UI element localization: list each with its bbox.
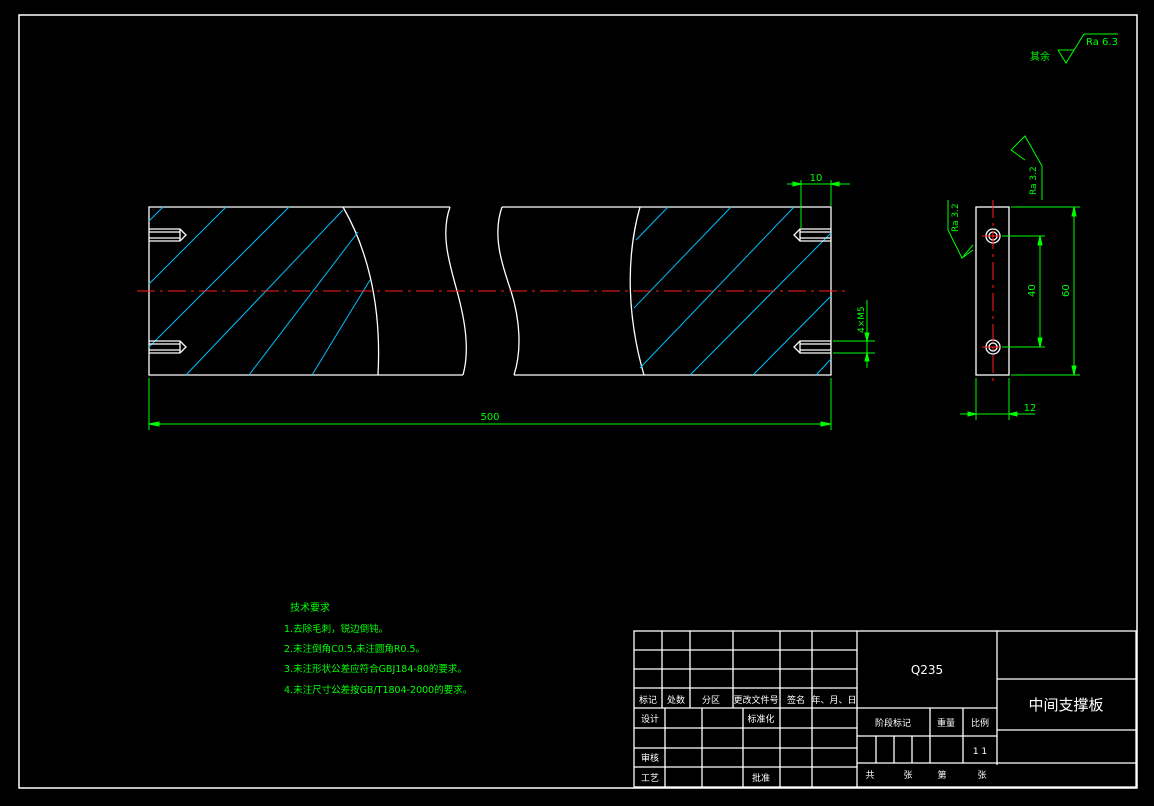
- right-threaded-holes: [793, 228, 831, 354]
- tb-scale: 比例: [971, 717, 989, 729]
- general-roughness-prefix: 其余: [1030, 50, 1050, 63]
- dim-hole-spacing-label: 40: [1027, 284, 1038, 297]
- roughness-side-top: Ra 3.2: [1029, 166, 1039, 195]
- dim-thickness: [960, 378, 1035, 420]
- left-section-arc: [342, 206, 380, 376]
- left-threaded-holes: [149, 228, 187, 354]
- rev-header-mark: 标记: [639, 694, 657, 706]
- dim-slot-width-label: 10: [810, 173, 823, 184]
- general-roughness: 其余 Ra 6.3: [1030, 33, 1118, 64]
- tb-sheet2: 张: [977, 770, 986, 781]
- rev-header-count: 处数: [667, 694, 685, 706]
- tb-sheets: 张: [903, 770, 912, 781]
- dim-height-label: 60: [1061, 284, 1072, 297]
- tech-title: 技术要求: [290, 601, 330, 614]
- tech-item-3: 3.未注形状公差应符合GBJ184-80的要求。: [284, 663, 467, 675]
- sheet-border: [18, 14, 1138, 789]
- title-block: 标记 处数 分区 更改文件号 签名 年、月、日 设计 标准化 审核 工艺 批准 …: [633, 630, 1137, 788]
- roughness-side-left: Ra 3.2: [951, 203, 961, 232]
- roughness-top-symbol: [1010, 135, 1043, 200]
- tb-material: Q235: [911, 663, 943, 677]
- rev-header-zone: 分区: [702, 695, 720, 706]
- dim-length: [148, 378, 832, 430]
- tb-approve: 批准: [752, 772, 770, 784]
- dim-thickness-label: 12: [1024, 403, 1037, 414]
- dim-hole-spacing: [1002, 235, 1045, 348]
- tech-item-2: 2.未注倒角C0.5,未注圆角R0.5。: [284, 643, 425, 655]
- tb-scale-value: 1 1: [973, 747, 987, 757]
- general-roughness-value: Ra 6.3: [1086, 37, 1118, 48]
- tech-item-4: 4.未注尺寸公差按GB/T1804-2000的要求。: [284, 684, 472, 696]
- dim-height: [1011, 206, 1080, 376]
- tb-part-name: 中间支撑板: [1028, 696, 1103, 714]
- tb-stage-mark: 阶段标记: [875, 717, 911, 729]
- tb-process: 工艺: [641, 773, 659, 784]
- tb-design: 设计: [641, 713, 659, 725]
- dim-thread: [833, 300, 875, 368]
- tech-requirements: 技术要求 1.去除毛刺，锐边倒钝。 2.未注倒角C0.5,未注圆角R0.5。 3…: [284, 601, 472, 696]
- roughness-left-symbol: [947, 200, 974, 259]
- rev-header-docno: 更改文件号: [733, 694, 778, 706]
- rev-header-date: 年、月、日: [811, 694, 856, 706]
- roughness-general-symbol: [1057, 33, 1118, 64]
- left-hatch: [148, 206, 371, 376]
- rev-header-sign: 签名: [787, 694, 805, 706]
- dim-slot-width: [787, 180, 850, 228]
- tb-total: 共: [865, 770, 874, 781]
- dim-thread-label: 4×M5: [857, 306, 867, 333]
- front-view: 500 10 4×M5: [137, 173, 875, 430]
- tb-page: 第: [937, 769, 946, 781]
- tech-item-1: 1.去除毛刺，锐边倒钝。: [284, 623, 388, 635]
- side-view: 40 60 12 Ra 3.2 Ra 3.2: [947, 135, 1080, 420]
- dim-length-label: 500: [480, 412, 499, 423]
- tb-standardize: 标准化: [747, 713, 774, 725]
- right-section-arc: [629, 206, 645, 376]
- tb-review: 审核: [641, 752, 659, 764]
- tb-weight: 重量: [937, 717, 955, 729]
